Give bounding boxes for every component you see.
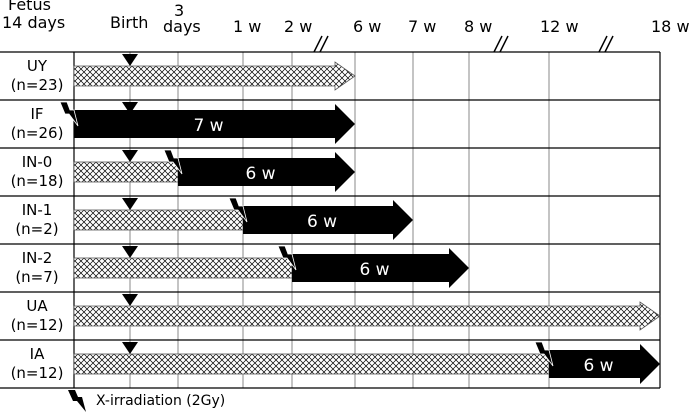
group-n: (n=7) bbox=[15, 268, 59, 286]
irradiated-arrow bbox=[178, 152, 355, 192]
group-name: IN-0 bbox=[21, 153, 53, 171]
irradiation-duration-label: 6 w bbox=[245, 164, 275, 184]
legend-label: X-irradiation (2Gy) bbox=[96, 393, 226, 409]
birth-marker-icon bbox=[122, 294, 138, 306]
irradiated-arrow bbox=[74, 104, 355, 144]
group-n: (n=18) bbox=[10, 172, 64, 190]
group-row-IA: 6 w bbox=[73, 341, 660, 384]
column-label-2w: 2 w bbox=[284, 17, 313, 36]
column-label-8w: 8 w bbox=[464, 17, 493, 36]
irradiation-duration-label: 7 w bbox=[193, 116, 223, 136]
axis-break-icon bbox=[493, 35, 509, 53]
column-label-birth: Birth bbox=[110, 13, 149, 32]
column-label-6w: 6 w bbox=[353, 17, 382, 36]
irradiation-bolt-icon bbox=[534, 341, 554, 367]
birth-marker-icon bbox=[122, 54, 138, 66]
group-name: UY bbox=[26, 57, 48, 75]
irradiation-bolt-icon bbox=[163, 149, 183, 175]
group-name: IN-1 bbox=[21, 201, 53, 219]
irradiation-duration-label: 6 w bbox=[359, 260, 389, 280]
group-row-IN-2: 6 w bbox=[73, 245, 469, 288]
birth-marker-icon bbox=[122, 246, 138, 258]
axis-break-icon bbox=[313, 35, 329, 53]
irradiated-arrow bbox=[243, 200, 413, 240]
column-label-3days: 3 bbox=[174, 1, 185, 20]
unirradiated-arrow bbox=[73, 61, 356, 91]
birth-marker-icon bbox=[122, 150, 138, 162]
group-row-UA bbox=[73, 301, 661, 331]
column-label-3days: days bbox=[163, 17, 201, 36]
irradiation-bolt-icon bbox=[277, 245, 297, 271]
column-label-1w: 1 w bbox=[233, 17, 262, 36]
column-label-fetus: 14 days bbox=[2, 13, 66, 32]
irradiation-bolt-icon bbox=[59, 101, 79, 127]
birth-marker-icon bbox=[122, 342, 138, 354]
unirradiated-bar bbox=[73, 209, 244, 231]
group-label: IN-1(n=2) bbox=[0, 201, 74, 239]
column-label-fetus: Fetus bbox=[8, 0, 51, 14]
group-n: (n=26) bbox=[10, 124, 64, 142]
group-n: (n=12) bbox=[10, 364, 64, 382]
group-name: IF bbox=[30, 105, 44, 123]
column-label-7w: 7 w bbox=[408, 17, 437, 36]
group-label: IN-2(n=7) bbox=[0, 249, 74, 287]
group-label: IF(n=26) bbox=[0, 105, 74, 143]
column-label-12w: 12 w bbox=[540, 17, 579, 36]
group-n: (n=23) bbox=[10, 76, 64, 94]
group-row-IN-1: 6 w bbox=[73, 197, 413, 240]
group-name: UA bbox=[26, 297, 48, 315]
irradiation-duration-label: 6 w bbox=[583, 356, 613, 376]
group-label: UY(n=23) bbox=[0, 57, 74, 95]
axis-break-icon bbox=[598, 35, 614, 53]
unirradiated-bar bbox=[73, 161, 179, 183]
group-label: IN-0(n=18) bbox=[0, 153, 74, 191]
column-label-18w: 18 w bbox=[651, 17, 690, 36]
group-n: (n=2) bbox=[15, 220, 59, 238]
birth-marker-icon bbox=[122, 102, 138, 114]
birth-marker-icon bbox=[122, 198, 138, 210]
irradiation-bolt-icon bbox=[228, 197, 248, 223]
irradiated-arrow bbox=[292, 248, 469, 288]
unirradiated-arrow bbox=[73, 301, 661, 331]
group-name: IA bbox=[29, 345, 45, 363]
group-n: (n=12) bbox=[10, 316, 64, 334]
irradiated-arrow bbox=[549, 344, 660, 384]
group-label: UA(n=12) bbox=[0, 297, 74, 335]
group-name: IN-2 bbox=[21, 249, 53, 267]
group-row-IF: 7 w bbox=[59, 101, 355, 144]
unirradiated-bar bbox=[73, 353, 550, 375]
group-row-UY bbox=[73, 61, 356, 91]
unirradiated-bar bbox=[73, 257, 293, 279]
group-label: IA(n=12) bbox=[0, 345, 74, 383]
group-row-IN-0: 6 w bbox=[73, 149, 355, 192]
lightning-icon bbox=[68, 390, 86, 412]
irradiation-duration-label: 6 w bbox=[307, 212, 337, 232]
